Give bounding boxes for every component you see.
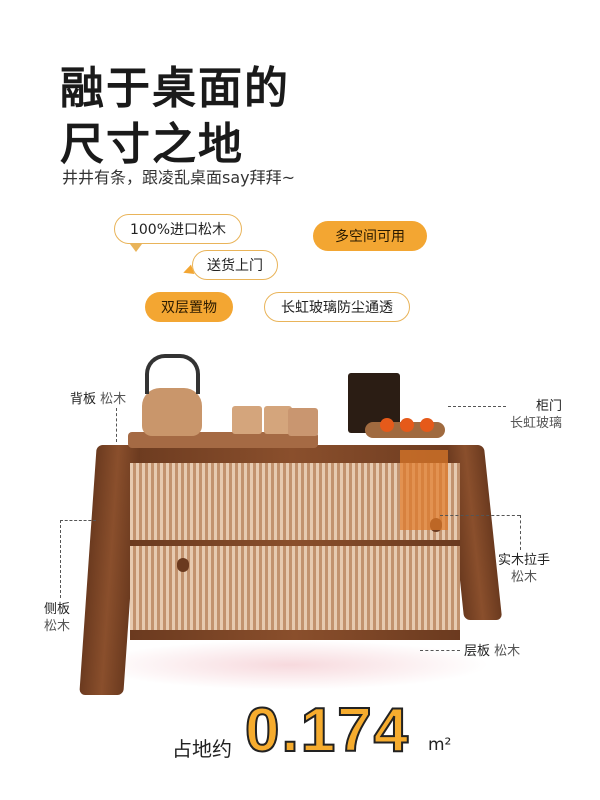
knob-left xyxy=(177,558,189,572)
leader-line xyxy=(440,515,520,516)
label-door: 柜门长虹玻璃 xyxy=(510,399,563,431)
feature-text: 送货上门 xyxy=(207,258,263,274)
subtitle: 井井有条，跟凌乱桌面say拜拜~ xyxy=(62,168,296,187)
leader-line xyxy=(448,406,506,407)
bubble-tail-icon xyxy=(130,244,142,252)
feature-bubble: 100%进口松木 xyxy=(114,214,242,244)
feature-bubble: 长虹玻璃防尘通透 xyxy=(264,292,410,322)
headline-line2: 尺寸之地 xyxy=(60,119,244,170)
packaged-goods xyxy=(400,450,448,530)
tray xyxy=(128,432,318,448)
leader-line xyxy=(60,520,96,521)
feature-text: 100%进口松木 xyxy=(129,222,227,238)
teacup xyxy=(288,408,318,436)
cabinet-illustration xyxy=(79,340,503,700)
footprint-label: 占地约 xyxy=(172,737,232,761)
label-side-panel: 侧板松木 xyxy=(44,602,71,634)
cabinet-top xyxy=(122,445,462,463)
label-shelf: 层板 松木 xyxy=(464,644,521,659)
leader-line xyxy=(420,650,460,651)
persimmon xyxy=(380,418,394,432)
bottom-panel xyxy=(130,630,460,640)
footprint-unit: m² xyxy=(428,735,452,755)
feature-text: 双层置物 xyxy=(161,300,217,316)
teacup xyxy=(264,406,292,434)
persimmon xyxy=(420,418,434,432)
label-back-panel: 背板 松木 xyxy=(70,392,127,407)
shelf xyxy=(130,540,460,546)
feature-bubble: 双层置物 xyxy=(145,292,233,322)
leader-line xyxy=(116,408,117,442)
leader-line xyxy=(60,520,61,598)
feature-bubble: 多空间可用 xyxy=(313,221,427,251)
headline-line1: 融于桌面的 xyxy=(60,63,290,114)
footprint-value: 0.174 xyxy=(244,695,411,766)
feature-text: 多空间可用 xyxy=(335,229,405,245)
floor-shadow xyxy=(90,640,490,690)
teacup xyxy=(232,406,262,434)
feature-text: 长虹玻璃防尘通透 xyxy=(281,300,393,316)
persimmon xyxy=(400,418,414,432)
feature-bubble: 送货上门 xyxy=(192,250,278,280)
teapot xyxy=(142,388,202,436)
teapot-handle xyxy=(145,354,200,394)
label-handle: 实木拉手松木 xyxy=(498,553,551,585)
leader-line xyxy=(520,515,521,550)
